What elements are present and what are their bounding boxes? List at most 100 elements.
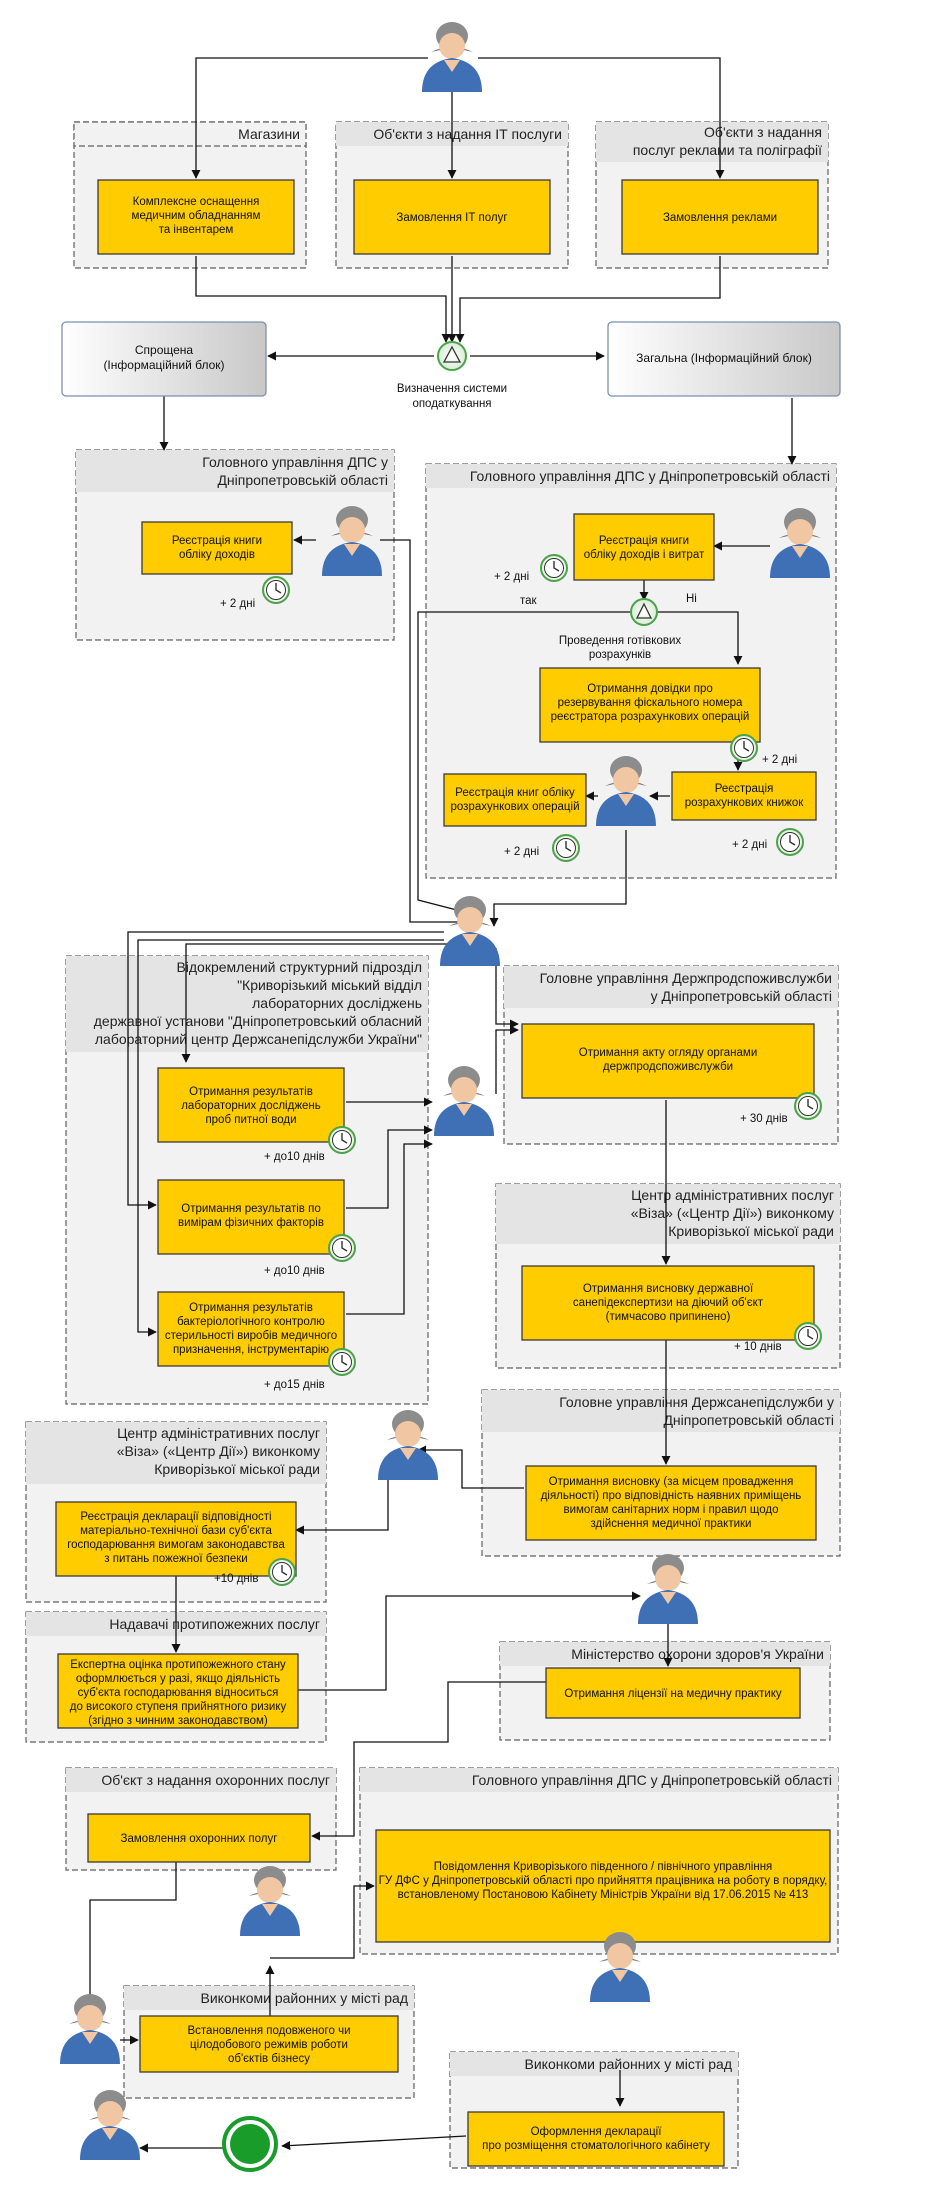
task-book-ops-line-1: Реєстрація книг обліку <box>455 787 575 799</box>
lane-exec2-title: Виконкоми районних у місті рад <box>525 2056 733 2072</box>
task-inspection[interactable] <box>521 1023 815 1099</box>
task-fire-decl-line-2: матеріально-технічної бази суб'єкта <box>80 1525 272 1537</box>
duration-bacterio: + до15 днів <box>264 1379 325 1391</box>
duration-sanexp: + 10 днів <box>734 1341 782 1353</box>
task-book-income-line-2: обліку доходів <box>179 549 255 561</box>
task-dental[interactable] <box>467 2111 725 2167</box>
lane-lab-title-4: державної установи "Дніпропетровський об… <box>94 1013 422 1029</box>
task-book-income-exp-line-1: Реєстрація книги <box>599 535 689 547</box>
lane-it-title: Об'єкти з надання ІТ послуги <box>373 126 562 142</box>
task-book-income-line-1: Реєстрація книги <box>172 535 262 547</box>
task-book-income[interactable] <box>141 521 293 575</box>
lane-lab-title-2: "Криворізький міський відділ <box>237 977 422 993</box>
task-dental-line-1: Оформлення декларації <box>531 2126 663 2138</box>
lane-consumer-title-1: Головне управління Держпродспоживслужби <box>540 970 832 986</box>
gateway-cash-label-2: розрахунків <box>589 649 651 661</box>
task-notify-line-2: ГУ ДФС у Дніпропетровській області про п… <box>379 1875 828 1887</box>
task-equip-line-3: та інвентарем <box>159 224 234 236</box>
task-ads-line-1: Замовлення реклами <box>663 212 777 224</box>
task-it-line-1: Замовлення ІТ полуг <box>396 212 507 224</box>
task-fire-decl[interactable] <box>55 1501 297 1577</box>
task-fire-decl-line-4: з питань пожежної безпеки <box>104 1553 247 1565</box>
lane-consumer-title-2: у Дніпропетровській області <box>651 988 832 1004</box>
task-fire-risk[interactable] <box>57 1653 299 1729</box>
task-book-ops[interactable] <box>443 773 587 827</box>
duration-fiscal: + 2 дні <box>762 754 797 766</box>
timer-icon <box>794 1322 822 1350</box>
task-license[interactable] <box>545 1667 801 1719</box>
gateway-cash-label-1: Проведення готівкових <box>559 635 682 647</box>
gateway-tax-system[interactable] <box>437 341 467 371</box>
person-icon <box>434 1066 494 1136</box>
duration-inspection: + 30 днів <box>740 1113 788 1125</box>
person-icon <box>422 22 482 92</box>
task-fire-risk-line-1: Експертна оцінка протипожежного стану <box>70 1659 286 1671</box>
lane-dps-left-title-2: Дніпропетровській області <box>217 472 388 488</box>
lane-cnap-left-title-1: Центр адміністративних послуг <box>117 1425 320 1441</box>
gateway-tax-label-2: оподаткування <box>412 398 491 410</box>
task-fire-risk-line-5: (згідно з чинним законодавством) <box>88 1715 268 1727</box>
lane-shops-title: Магазини <box>238 126 300 142</box>
task-book-income-exp[interactable] <box>573 513 715 581</box>
lane-lab-title-5: лабораторний центр Держсанепідслужби Укр… <box>95 1031 422 1047</box>
lane-cnap-right-title-2: «Віза» («Центр Дії») виконкому <box>631 1205 834 1221</box>
task-guard-line-1: Замовлення охоронних полуг <box>121 1833 278 1845</box>
timer-icon <box>328 1348 356 1376</box>
task-equip-line-1: Комплексне оснащення <box>133 196 260 208</box>
task-inspection-line-1: Отримання акту огляду органами <box>579 1047 758 1059</box>
task-physical[interactable] <box>157 1179 345 1255</box>
timer-icon <box>776 828 804 856</box>
lane-dps-bottom-title: Головного управління ДПС у Дніпропетровс… <box>472 1772 832 1788</box>
task-sanexp[interactable] <box>521 1265 815 1341</box>
task-conclusion[interactable] <box>525 1465 817 1541</box>
task-bacterio-line-4: призначення, інструментарію <box>173 1344 329 1356</box>
task-equip[interactable] <box>97 179 295 255</box>
branch-no-label: Ні <box>686 593 697 605</box>
lane-cnap-right-title-1: Центр адміністративних послуг <box>631 1187 834 1203</box>
branch-yes-label: так <box>520 595 538 607</box>
duration-book-calc: + 2 дні <box>732 839 767 851</box>
general-tax-block[interactable] <box>607 321 841 397</box>
flow-lines <box>85 57 797 2153</box>
lane-cnap-left-title-2: «Віза» («Центр Дії») виконкому <box>117 1443 320 1459</box>
task-it[interactable] <box>353 179 551 255</box>
lane-sanep-title-1: Головне управління Держсанепідслужби у <box>559 1394 834 1410</box>
task-fiscal-line-3: реєстратора розрахункових операцій <box>551 711 750 723</box>
task-regime-line-3: об'єктів бізнесу <box>228 2053 310 2065</box>
task-equip-line-2: медичним обладнанням <box>132 210 261 222</box>
task-water[interactable] <box>157 1067 345 1143</box>
task-fiscal[interactable] <box>539 667 761 743</box>
task-book-calc-line-1: Реєстрація <box>715 783 774 795</box>
gateway-cash[interactable] <box>630 598 658 626</box>
duration-physical: + до10 днів <box>264 1265 325 1277</box>
simple-tax-block[interactable] <box>61 321 267 397</box>
task-water-line-2: лабораторних досліджень <box>181 1100 321 1112</box>
lane-lab-title-1: Відокремлений структурний підрозділ <box>176 959 422 975</box>
task-regime[interactable] <box>139 2015 399 2073</box>
task-book-calc[interactable] <box>671 771 817 821</box>
timer-icon <box>262 576 290 604</box>
task-guard[interactable] <box>87 1813 311 1863</box>
task-fire-decl-line-3: господарювання вимогам законодавства <box>67 1539 285 1551</box>
end-event[interactable] <box>222 2116 278 2172</box>
timer-icon <box>540 554 568 582</box>
lane-ads-title-1: Об'єкти з надання <box>704 124 822 140</box>
person-icon <box>378 1410 438 1480</box>
task-notify-line-3: встановленому Постановою Кабінету Мініст… <box>398 1889 809 1901</box>
task-notify[interactable] <box>375 1829 831 1943</box>
task-sanexp-line-3: (тимчасово припинено) <box>606 1311 731 1323</box>
lane-cnap-right-title-3: Криворізької міської ради <box>668 1223 834 1239</box>
duration-book-income: + 2 дні <box>220 598 255 610</box>
task-conclusion-line-1: Отримання висновку (за місцем провадженн… <box>549 1476 794 1488</box>
task-bacterio-line-3: стерильності виробів медичного <box>165 1330 337 1342</box>
task-fire-risk-line-4: до високого ступеня прийнятного ризику <box>70 1701 287 1713</box>
lane-dps-right-title: Головного управління ДПС у Дніпропетровс… <box>470 468 830 484</box>
task-fire-risk-line-3: суб'єкта господарювання відноситься <box>78 1687 279 1699</box>
task-book-ops-line-2: розрахункових операцій <box>451 801 580 813</box>
task-bacterio[interactable] <box>157 1291 345 1367</box>
lane-sanep-title-2: Дніпропетровській області <box>663 1412 834 1428</box>
task-ads[interactable] <box>621 179 819 255</box>
task-sanexp-line-2: санепідекспертизи на діючий об'єкт <box>573 1297 764 1309</box>
duration-book-income-exp: + 2 дні <box>494 571 529 583</box>
